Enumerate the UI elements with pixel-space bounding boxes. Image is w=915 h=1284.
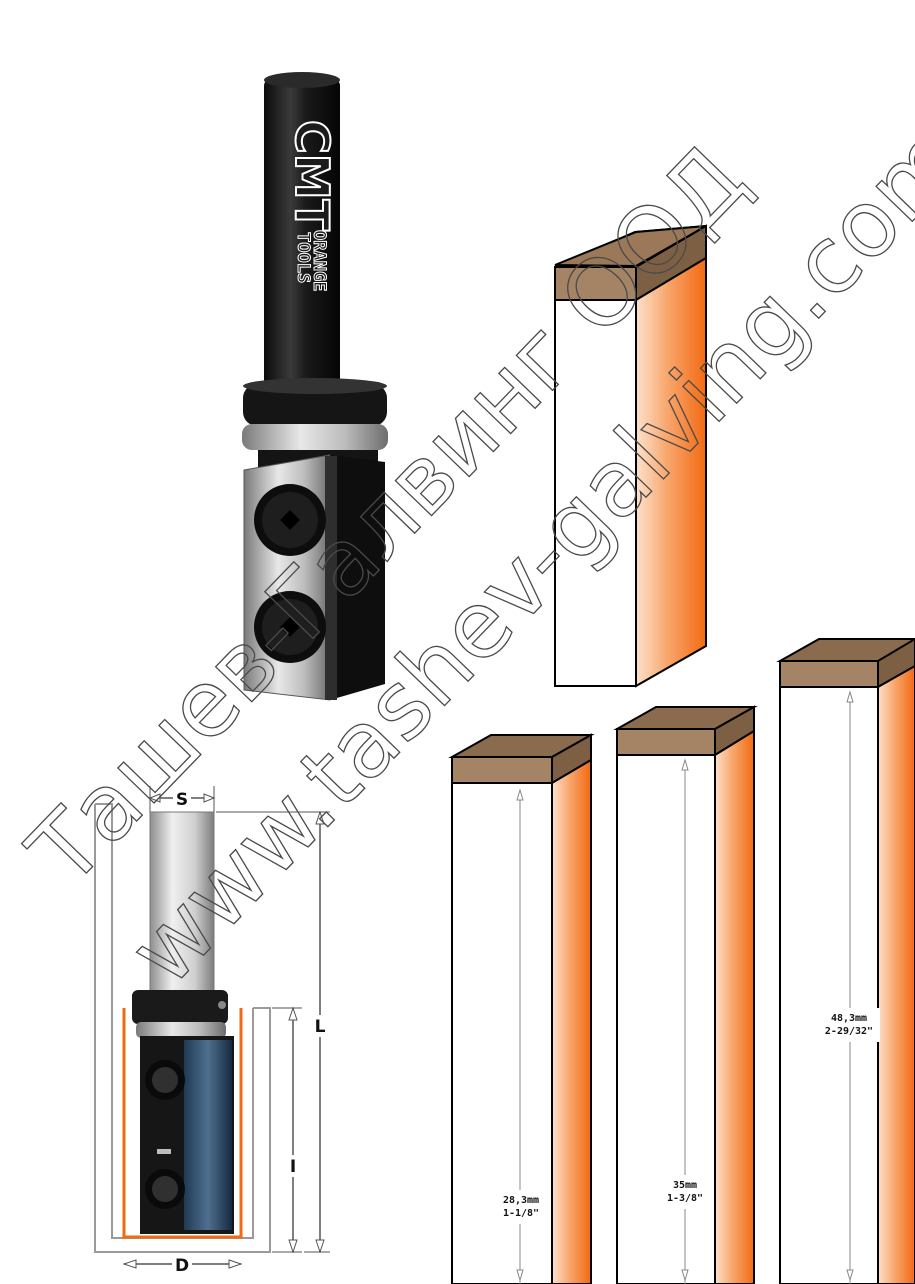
block-3-imperial: 2-29/32" xyxy=(825,1026,873,1037)
logo-text: CMT xyxy=(285,120,339,232)
collar xyxy=(243,384,387,426)
block-2-metric: 35mm xyxy=(673,1180,697,1191)
shank xyxy=(264,78,340,396)
screw-icon xyxy=(254,484,326,556)
brand-line2: TOOLS xyxy=(293,232,313,283)
router-bit-3d: CMT ORANGE TOOLS xyxy=(242,72,388,701)
dim-label-s: S xyxy=(176,790,188,810)
block-3-metric: 48,3mm xyxy=(831,1013,867,1024)
technical-drawing: S D I L xyxy=(94,786,330,1276)
dim-label-l: L xyxy=(315,1017,326,1037)
workpiece-block-2: 35mm 1-3/8" xyxy=(613,705,758,1284)
bearing-ring xyxy=(242,424,388,450)
workpiece-block-3: 48,3mm 2-29/32" xyxy=(776,637,915,1284)
cmt-logo: CMT ORANGE TOOLS xyxy=(284,119,340,292)
block-1-imperial: 1-1/8" xyxy=(503,1208,539,1219)
dim-label-i: I xyxy=(290,1157,296,1177)
screw-icon xyxy=(254,591,326,663)
block-1-metric: 28,3mm xyxy=(503,1195,539,1206)
dim-label-d: D xyxy=(175,1256,189,1276)
brand-line1: ORANGE xyxy=(309,230,329,291)
workpiece-block-1: 28,3mm 1-1/8" xyxy=(448,733,595,1284)
block-2-imperial: 1-3/8" xyxy=(667,1193,703,1204)
cut-profile xyxy=(122,1008,243,1239)
workpiece-block-large xyxy=(554,224,707,688)
